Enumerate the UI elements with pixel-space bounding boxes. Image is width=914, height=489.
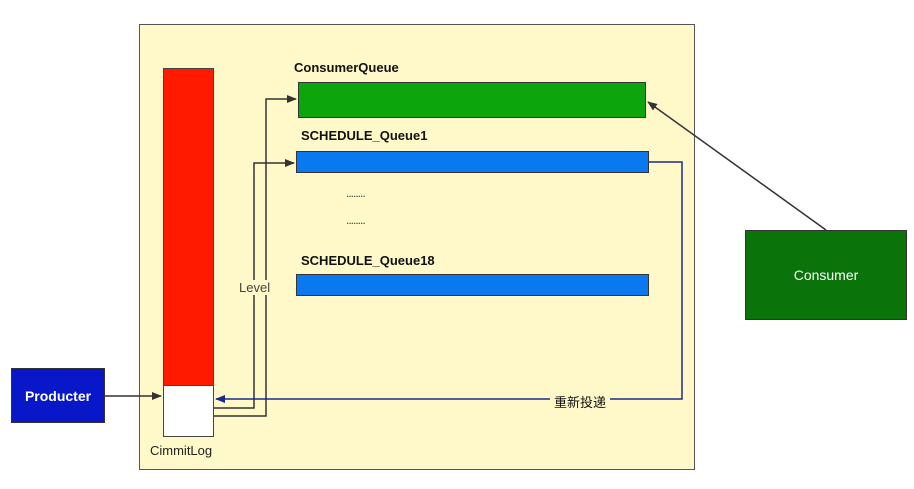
schedule-queue-1-bar: [296, 151, 649, 173]
schedule-queue-18-bar: [296, 274, 649, 296]
consumer-queue-label: ConsumerQueue: [294, 60, 399, 75]
commitlog-cell: [163, 385, 214, 437]
commitlog-to-consumerqueue-arrow: [214, 95, 297, 417]
consumer-to-consumerqueue-arrow: [647, 101, 827, 231]
producer-box: Producter: [11, 368, 105, 423]
commitlog-label: CimmitLog: [150, 443, 213, 458]
commitlog-bar: [163, 68, 214, 386]
consumer-box: Consumer: [745, 230, 907, 320]
schedule-queue-1-label: SCHEDULE_Queue1: [301, 128, 428, 143]
schedule-queue-18-label: SCHEDULE_Queue18: [301, 253, 435, 268]
redeliver-arrow: [215, 161, 683, 403]
level-label: Level: [237, 280, 273, 295]
consumer-queue-bar: [298, 82, 646, 118]
ellipsis-1: ........: [346, 186, 366, 200]
ellipsis-2: ........: [346, 213, 366, 227]
redeliver-label: 重新投递: [550, 392, 611, 411]
